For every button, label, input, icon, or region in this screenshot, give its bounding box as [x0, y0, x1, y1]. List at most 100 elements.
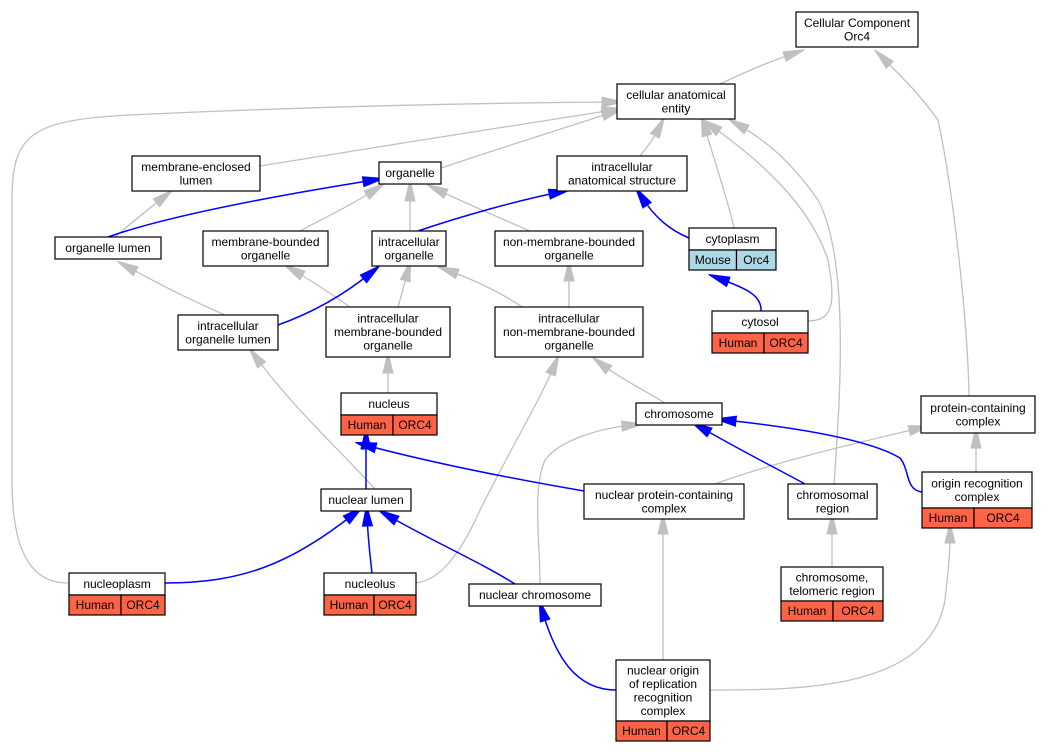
term-label-line: organelle [544, 248, 594, 262]
gene-cell [763, 332, 809, 354]
is-a-edge [446, 269, 523, 308]
arrowhead [152, 189, 174, 208]
term-box [325, 306, 451, 358]
term-box [556, 155, 688, 192]
term-box [787, 483, 878, 520]
term-label-line: complex [642, 501, 687, 515]
is-a-edge [536, 424, 634, 585]
term-label-line: cytoplasm [705, 232, 759, 246]
term-box [616, 83, 736, 120]
gene-cell [973, 507, 1033, 529]
part-of-edge [386, 514, 516, 585]
term-box [494, 306, 644, 358]
term-label-line: complex [956, 414, 1001, 428]
part-of-edge [541, 609, 617, 691]
gene-label: ORC4 [672, 724, 706, 738]
arrowhead [601, 96, 624, 108]
term-label-line: non-membrane-bounded [503, 325, 635, 339]
arrowhead [591, 356, 613, 375]
arrowhead [426, 184, 449, 200]
species-label: Human [719, 336, 758, 350]
term-node-organelle[interactable]: organelle [378, 161, 442, 185]
term-label-line: nuclear lumen [328, 493, 403, 507]
is-a-edge [736, 123, 841, 485]
gene-label: ORC4 [769, 336, 803, 350]
term-label-line: Orc4 [844, 29, 870, 43]
term-label-line: lumen [180, 173, 213, 187]
arrowhead [782, 49, 805, 63]
term-label-line: complex [955, 490, 1000, 504]
arrowhead [382, 351, 394, 374]
term-node-olumen[interactable]: organelle lumen [54, 236, 162, 260]
part-of-edge [164, 512, 356, 584]
term-label-line: chromosomal [796, 488, 868, 502]
term-label-line: entity [662, 101, 691, 115]
arrowhead [563, 259, 575, 282]
term-node-inmbo[interactable]: intracellularnon-membrane-boundedorganel… [494, 306, 644, 358]
term-box [920, 395, 1036, 434]
term-node-nchrom[interactable]: nuclear chromosome [468, 583, 602, 607]
is-a-edge [709, 124, 833, 322]
is-a-edge [254, 355, 376, 490]
gene-cell [735, 249, 777, 271]
term-box [780, 566, 884, 602]
term-node-chromosome[interactable]: chromosome [635, 402, 723, 426]
species-label: Human [929, 511, 968, 525]
term-label-line: intracellular [538, 312, 599, 326]
part-of-edge [364, 444, 585, 492]
gene-label: ORC4 [378, 598, 412, 612]
arrowhead [404, 179, 416, 202]
is-a-edge [11, 101, 614, 584]
term-node-nlumen[interactable]: nuclear lumen [320, 488, 412, 512]
arrowhead [248, 347, 267, 369]
arrowhead [284, 264, 306, 281]
arrowhead [708, 274, 731, 288]
term-label-line: nucleus [368, 397, 409, 411]
term-label-line: intracellular [591, 160, 652, 174]
arrowhead [361, 504, 374, 527]
term-label-line: nucleoplasm [83, 577, 150, 591]
gene-cell [832, 600, 884, 622]
term-box [320, 488, 412, 512]
species-label: Mouse [695, 253, 731, 267]
term-label-line: organelle [544, 339, 594, 353]
gene-cell [373, 594, 417, 616]
term-box [795, 11, 919, 48]
gene-label: ORC4 [986, 511, 1020, 525]
term-box [177, 314, 279, 351]
species-label: Human [330, 598, 369, 612]
term-box [378, 161, 442, 185]
term-label-line: nuclear protein-containing [595, 488, 733, 502]
is-a-edge [259, 109, 614, 167]
term-label-line: complex [641, 704, 686, 718]
is-a-edge [415, 363, 556, 584]
gene-label: ORC4 [841, 604, 875, 618]
term-box [635, 402, 723, 426]
term-label-line: organelle [384, 248, 434, 262]
is-a-edge [714, 427, 921, 485]
is-a-edge [709, 531, 951, 691]
arrowhead [355, 441, 378, 454]
